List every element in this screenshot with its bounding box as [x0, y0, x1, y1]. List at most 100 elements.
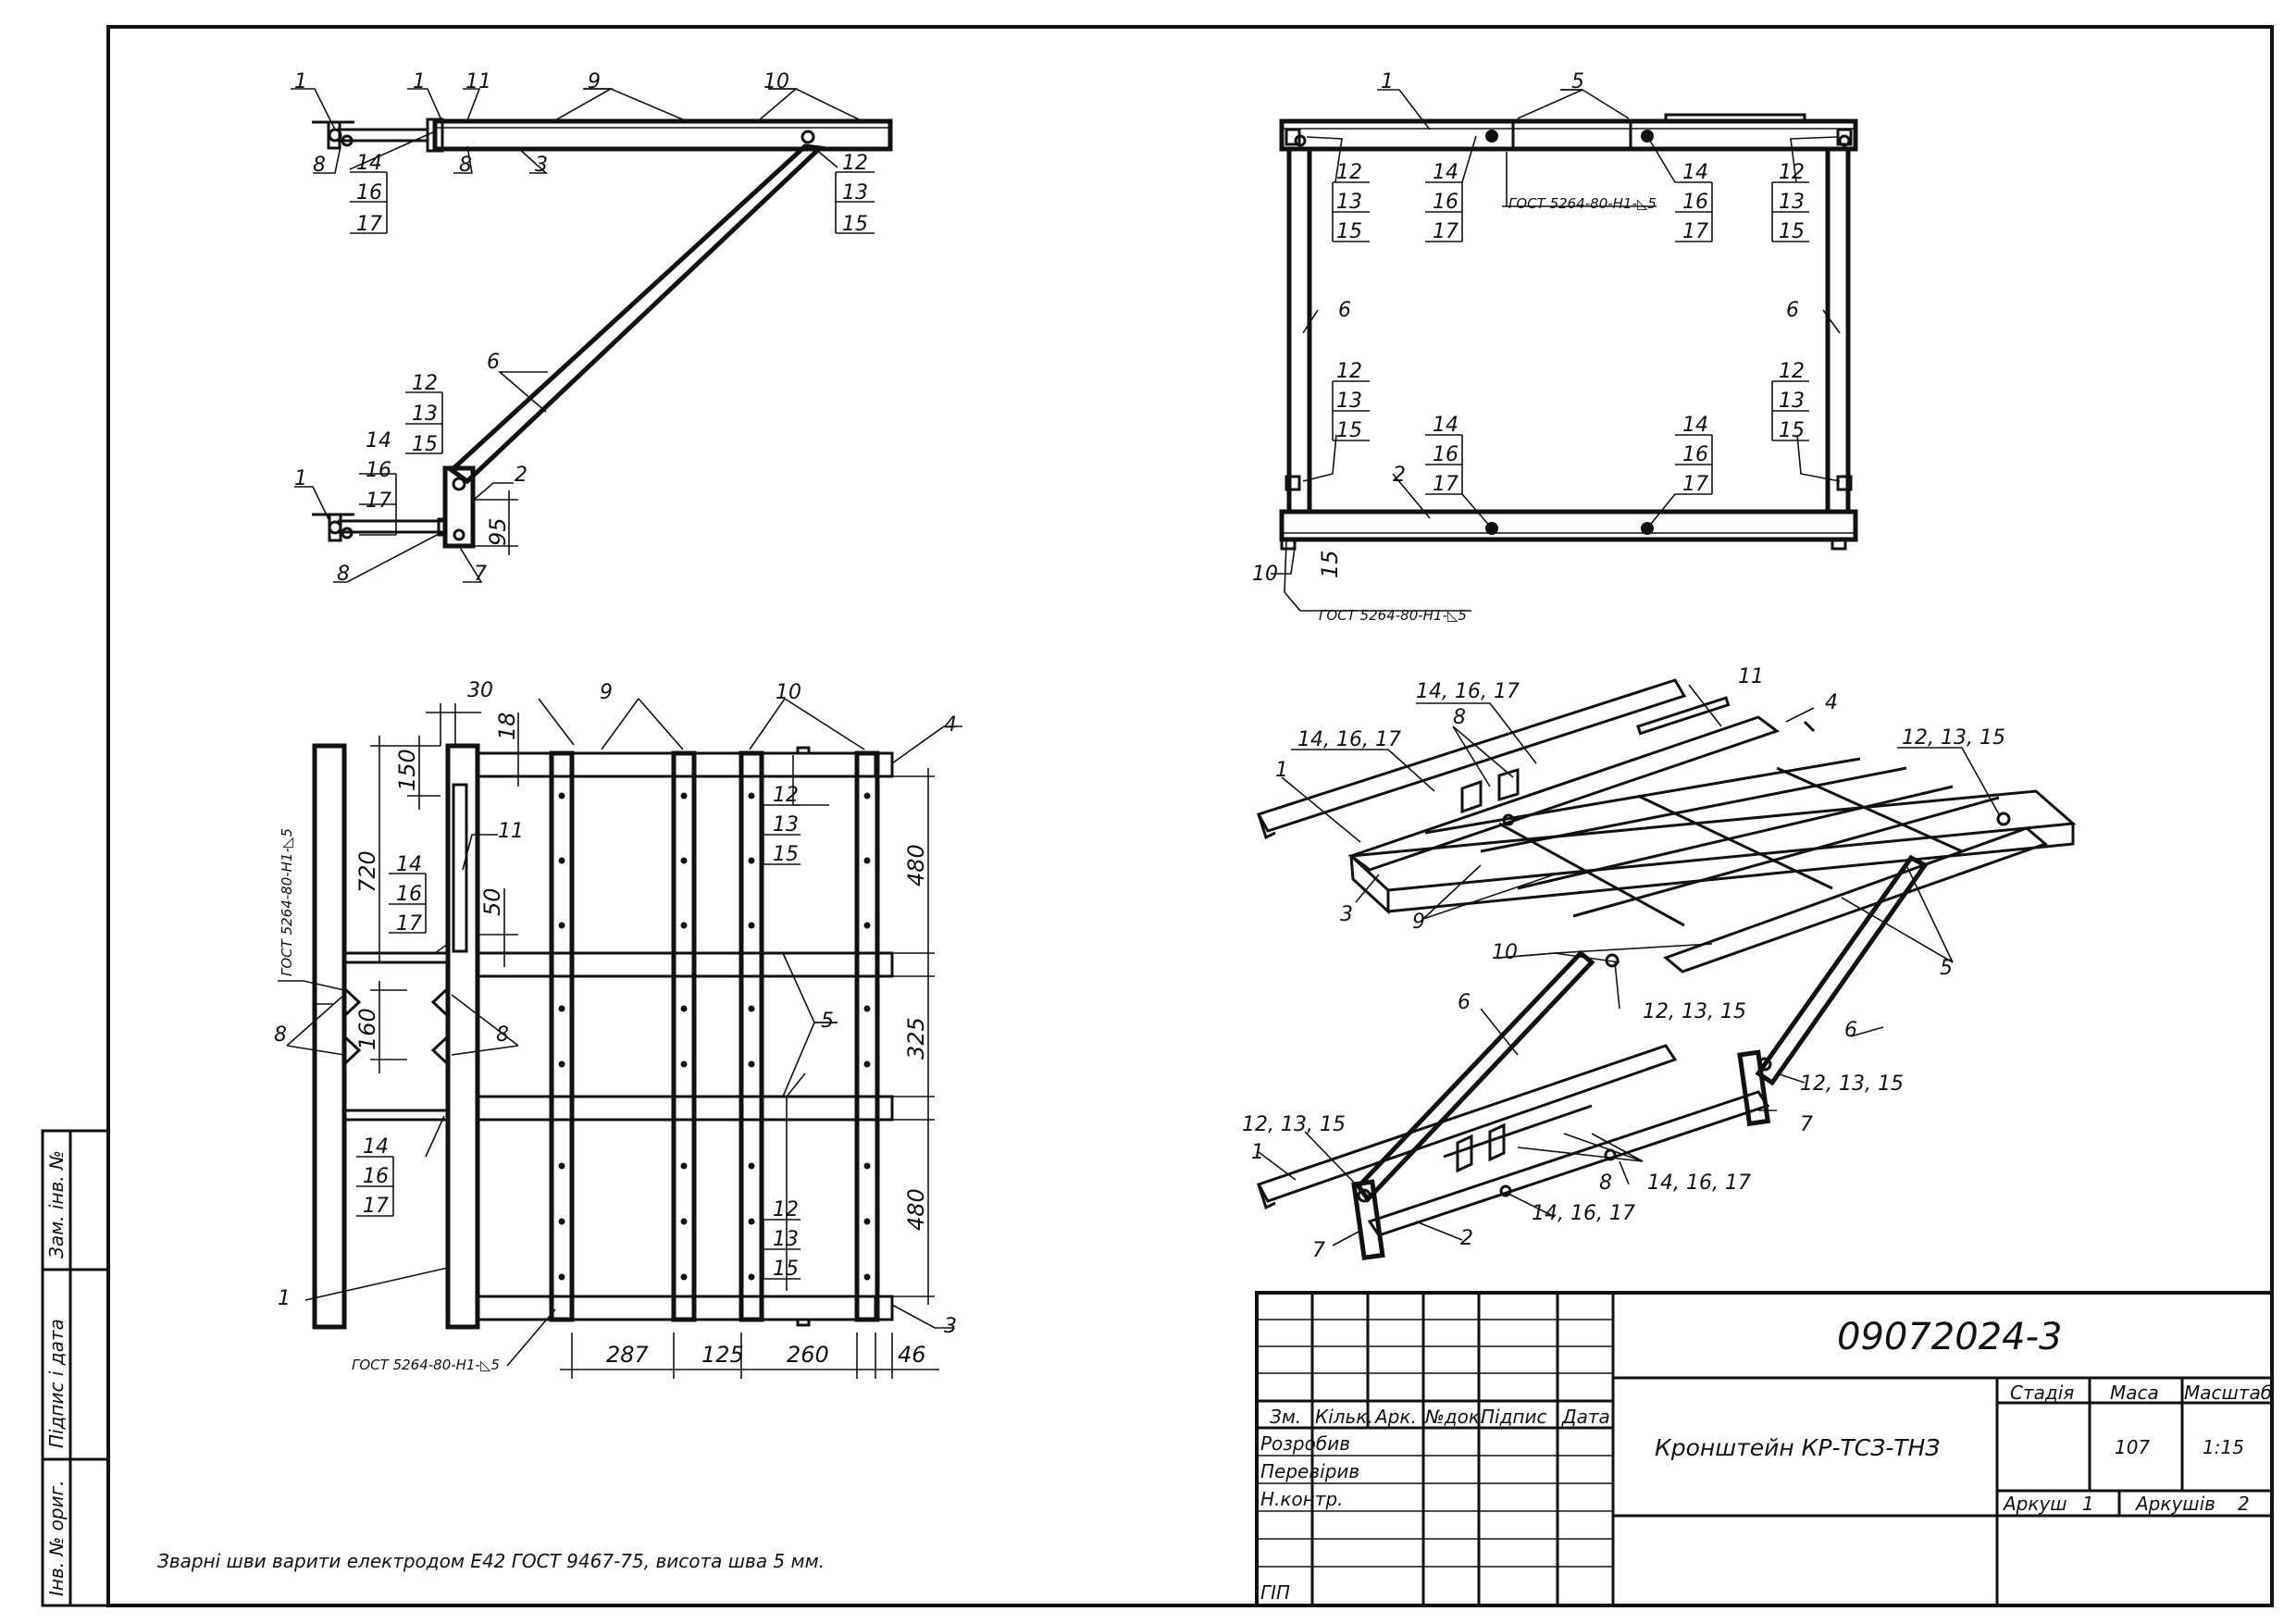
- callout-13: 13: [412, 403, 438, 426]
- plan-callout-3: 3: [944, 1315, 957, 1338]
- plan-dim-720: 720: [354, 850, 380, 893]
- bolt-hole: [748, 1060, 755, 1068]
- top-callout-6: 6: [1786, 299, 1799, 322]
- callout-1: 1: [294, 70, 307, 93]
- plan-dim-325: 325: [903, 1017, 929, 1060]
- bolt-hole: [863, 857, 871, 864]
- bolt-hole: [558, 1162, 565, 1170]
- iso-callout-14-16-17: 14, 16, 17: [1297, 728, 1401, 751]
- bolt-hole: [748, 1005, 755, 1012]
- plan-dim-50: 50: [479, 887, 505, 916]
- plan-callout-9: 9: [600, 681, 613, 704]
- top-callout-13: 13: [1779, 191, 1805, 214]
- top-callout-14: 14: [1682, 161, 1708, 184]
- bolt-hole: [680, 1218, 688, 1225]
- plan-view: 30 9 10 4 11 14 16 17 12 13 15 8 8 5 14 …: [274, 679, 962, 1379]
- callout-3: 3: [535, 154, 548, 177]
- stamp-change: Зм.: [1270, 1406, 1301, 1428]
- bolt-hole: [558, 1060, 565, 1068]
- plan-callout-30: 30: [467, 679, 493, 702]
- plan-dim-18: 18: [494, 712, 520, 740]
- plan-callout-13: 13: [773, 813, 799, 837]
- plan-callout-17: 17: [396, 912, 422, 936]
- bolt-hole: [863, 1005, 871, 1012]
- bolt-hole: [558, 1218, 565, 1225]
- sheets-label: Аркушів: [2134, 1493, 2215, 1515]
- stamp-date: Дата: [1561, 1406, 1610, 1428]
- plan-dim-150: 150: [394, 749, 420, 791]
- callout-12: 12: [842, 152, 868, 175]
- iso-callout-12-13-15: 12, 13, 15: [1902, 726, 2005, 750]
- top-callout-5: 5: [1571, 70, 1584, 93]
- callout-12: 12: [412, 372, 438, 395]
- top-callout-16: 16: [1433, 191, 1458, 214]
- mass-label: Маса: [2110, 1382, 2159, 1404]
- stamp-doc: №док.: [1424, 1406, 1485, 1428]
- bolt-hole: [680, 1060, 688, 1068]
- side-replace-inv: Зам. інв. №: [45, 1150, 68, 1258]
- sheets-total: 2: [2238, 1493, 2250, 1515]
- stamp-gip: ГІП: [1260, 1581, 1290, 1604]
- callout-15: 15: [412, 433, 438, 456]
- stamp-checked: Перевірив: [1260, 1460, 1359, 1482]
- scale-label: Масштаб: [2184, 1382, 2272, 1404]
- bolt-hole: [680, 792, 688, 800]
- plan-callout-1: 1: [278, 1287, 291, 1310]
- side-sign-date: Підпис і дата: [45, 1319, 68, 1448]
- title-block: Зм. Кільк. Арк. №док. Підпис Дата Розроб…: [1255, 1291, 2274, 1607]
- callout-10: 10: [763, 70, 789, 93]
- iso-callout-1: 1: [1275, 759, 1288, 782]
- bolt-hole: [863, 1162, 871, 1170]
- stage-label: Стадія: [2010, 1382, 2074, 1404]
- callout-2: 2: [515, 464, 527, 487]
- bolt-hole: [680, 1273, 688, 1281]
- top-view: 1 5 12 13 15 14 16 17 14 16 17 12 13 15 …: [1252, 70, 1858, 624]
- plan-callout-17: 17: [363, 1195, 389, 1218]
- plan-callout-8: 8: [274, 1023, 287, 1047]
- weld-note: Зварні шви варити електродом Е42 ГОСТ 94…: [157, 1550, 825, 1572]
- iso-callout-8: 8: [1599, 1172, 1612, 1195]
- top-callout-1: 1: [1381, 70, 1394, 93]
- top-callout-15: 15: [1336, 220, 1362, 243]
- callout-9: 9: [588, 70, 601, 93]
- stamp-norm: Н.контр.: [1260, 1488, 1344, 1510]
- gost-weld-top-1: ГОСТ 5264-80-Н1-◺5: [1508, 195, 1657, 212]
- iso-callout-12-13-15: 12, 13, 15: [1643, 1000, 1746, 1023]
- bolt-hole: [863, 1273, 871, 1281]
- plan-dim-46: 46: [898, 1342, 926, 1368]
- top-callout-2: 2: [1393, 464, 1406, 487]
- top-callout-10: 10: [1252, 563, 1278, 586]
- plan-callout-14: 14: [363, 1135, 389, 1159]
- side-strip: Зам. інв. № Підпис і дата Інв. № ориг.: [41, 1129, 110, 1607]
- stamp-qty: Кільк.: [1315, 1406, 1373, 1428]
- bolt-hole: [748, 857, 755, 864]
- callout-1: 1: [413, 70, 426, 93]
- iso-callout-3: 3: [1340, 903, 1353, 926]
- callout-17: 17: [356, 213, 382, 236]
- top-dim-15: 15: [1317, 550, 1343, 578]
- iso-callout-14-16-17: 14, 16, 17: [1416, 680, 1520, 703]
- iso-callout-4: 4: [1825, 691, 1838, 714]
- bolt-hole: [558, 1005, 565, 1012]
- bolt-hole: [680, 1005, 688, 1012]
- callout-1: 1: [294, 467, 307, 490]
- plan-callout-4: 4: [944, 713, 957, 737]
- top-callout-12: 12: [1779, 360, 1805, 383]
- plan-dim-480: 480: [903, 1188, 929, 1231]
- bolt-hole: [558, 1273, 565, 1281]
- stamp-sign: Підпис: [1481, 1406, 1547, 1428]
- top-callout-6: 6: [1338, 299, 1351, 322]
- iso-callout-9: 9: [1412, 911, 1425, 934]
- callout-17: 17: [366, 490, 391, 513]
- bolt-hole: [680, 857, 688, 864]
- bolt-hole: [863, 1060, 871, 1068]
- plan-dim-287: 287: [606, 1342, 650, 1368]
- iso-view: 14, 16, 17 11 4 8 14, 16, 17 12, 13, 15 …: [1242, 665, 2077, 1262]
- top-callout-13: 13: [1779, 390, 1805, 413]
- bolt-hole: [680, 922, 688, 929]
- plan-callout-12: 12: [773, 1198, 799, 1221]
- iso-callout-6: 6: [1458, 991, 1471, 1014]
- drawing-title: Кронштейн КР-ТСЗ-ТНЗ: [1655, 1434, 1940, 1461]
- iso-callout-2: 2: [1460, 1227, 1473, 1250]
